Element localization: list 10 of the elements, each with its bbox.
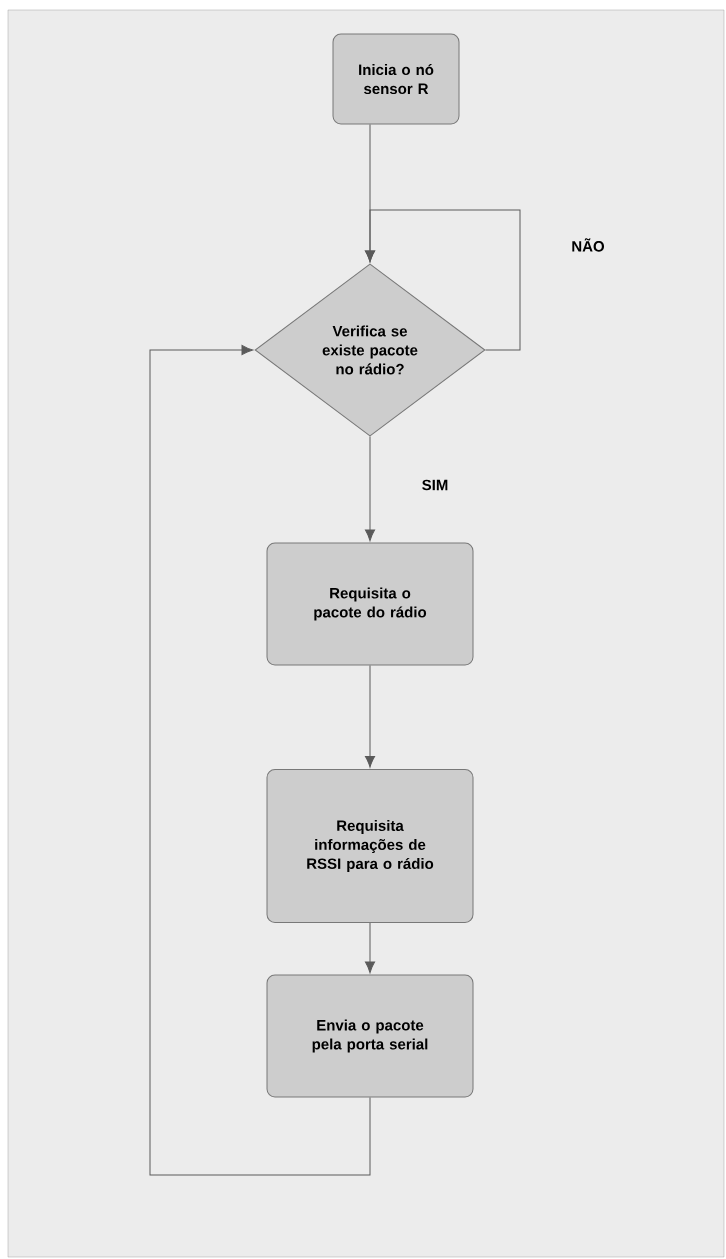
arrow bbox=[149, 344, 371, 1176]
process-box: Envia o pacote pela porta serial bbox=[266, 974, 474, 1098]
process-box: Requisita o pacote do rádio bbox=[266, 542, 474, 666]
process-box: Inicia o nó sensor R bbox=[332, 33, 460, 125]
process-box: Requisita informações de RSSI para o rádio bbox=[266, 769, 474, 923]
arrow bbox=[364, 665, 376, 768]
arrow bbox=[364, 209, 521, 351]
edge-label: NÃO bbox=[569, 236, 607, 254]
arrow bbox=[364, 922, 376, 974]
arrow bbox=[364, 436, 376, 542]
